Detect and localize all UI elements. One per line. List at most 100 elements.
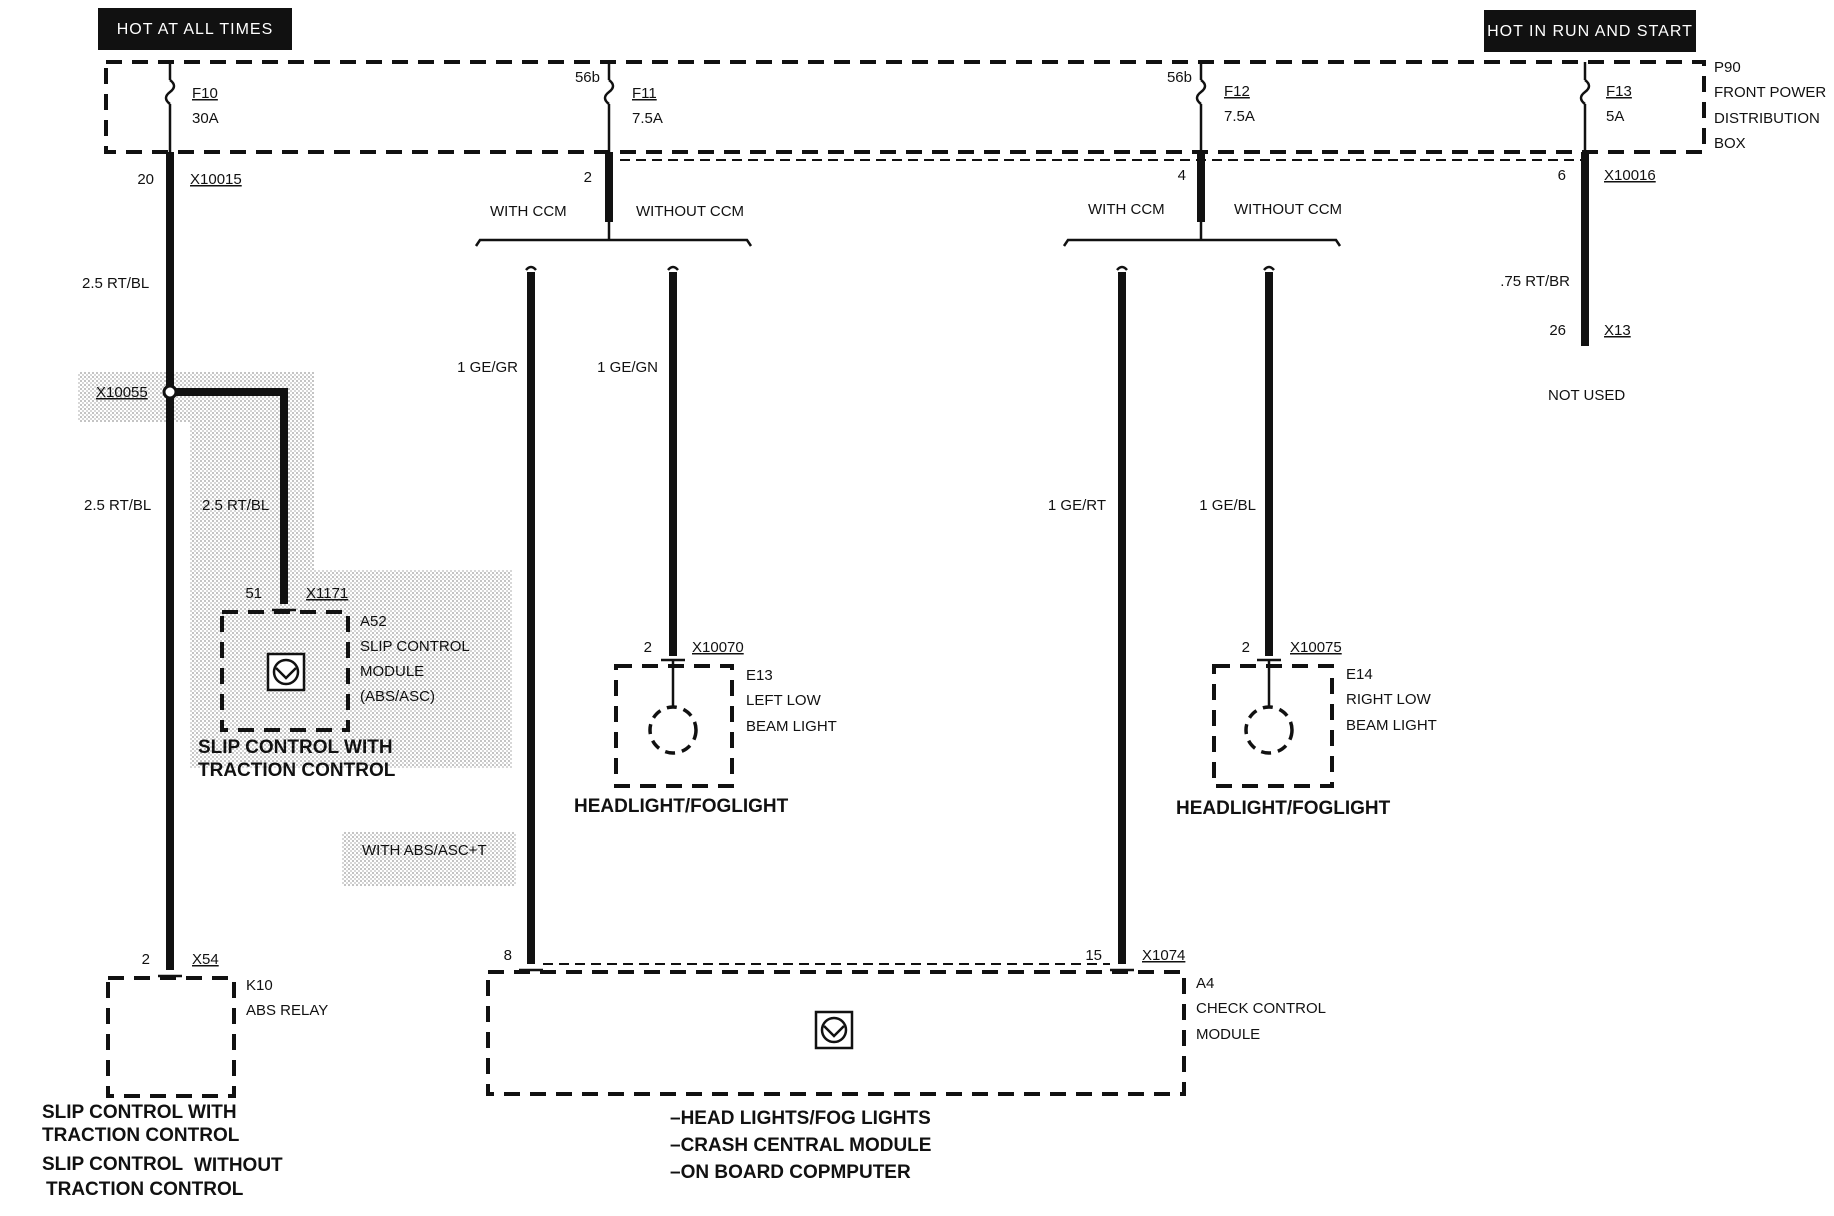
k10-caption1: SLIP CONTROL WITH [42, 1102, 237, 1123]
a52-line3: (ABS/ASC) [360, 688, 435, 705]
f12-branch: 4 WITH CCM WITHOUT CCM 1 GE/RT 1 GE/BL [1048, 152, 1342, 964]
f12-pin: 4 [1178, 167, 1186, 184]
f10-circuit: 20 X10015 2.5 RT/BL X10055 2.5 RT/BL 2.5… [82, 152, 288, 970]
e14-id: E14 [1346, 666, 1373, 683]
fuse-f12-rating: 7.5A [1224, 108, 1255, 125]
a52-caption2: TRACTION CONTROL [198, 760, 396, 781]
a52-line2: MODULE [360, 663, 424, 680]
p90-id: P90 [1714, 59, 1741, 76]
option-shading [78, 372, 516, 886]
a52-pin: 51 [245, 585, 262, 602]
k10-line1: ABS RELAY [246, 1002, 328, 1019]
x13-note: NOT USED [1548, 387, 1625, 404]
wire-gegr: 1 GE/GR [457, 359, 518, 376]
fuse-f11: 56b F11 7.5A [575, 62, 663, 152]
fuse-f11-rating: 7.5A [632, 110, 663, 127]
a52-id: A52 [360, 613, 387, 630]
a52-option: WITH ABS/ASC+T [362, 842, 487, 859]
k10-connector: X54 [192, 951, 219, 968]
a52-caption1: SLIP CONTROL WITH [198, 737, 393, 758]
k10-pin: 2 [142, 951, 150, 968]
a4-line1: CHECK CONTROL [1196, 1000, 1326, 1017]
x13-connector: X13 [1604, 322, 1631, 339]
k10-caption2: TRACTION CONTROL [42, 1125, 240, 1146]
e14-pin: 2 [1242, 639, 1250, 656]
p90-name-1: FRONT POWER [1714, 84, 1826, 101]
f12-without-ccm: WITHOUT CCM [1234, 201, 1342, 218]
f12-with-ccm: WITH CCM [1088, 201, 1165, 218]
e14-bulb-icon [1244, 705, 1294, 755]
header-hot-in-run-and-start: HOT IN RUN AND START [1484, 10, 1696, 52]
a52-module: 51 X1171 A52 SLIP CONTROL MODULE (ABS/AS… [198, 585, 487, 859]
e13-caption: HEADLIGHT/FOGLIGHT [574, 796, 789, 817]
wire-label-1: 2.5 RT/BL [82, 275, 149, 292]
a4-id: A4 [1196, 975, 1214, 992]
fuse-f12: 56b F12 7.5A [1167, 62, 1255, 152]
a4-connector: X1074 [1142, 947, 1185, 964]
k10-relay: 2 X54 K10 ABS RELAY SLIP CONTROL WITH TR… [42, 951, 328, 1200]
k10-caption4: TRACTION CONTROL [46, 1179, 244, 1200]
wire-gebl: 1 GE/BL [1199, 497, 1256, 514]
a4-note-3: –ON BOARD COPMPUTER [670, 1162, 911, 1183]
e13-left-low-beam: 2 X10070 E13 LEFT LOW BEAM LIGHT HEADLIG… [574, 639, 837, 817]
splice-label: X10055 [96, 384, 148, 401]
wire-gegn: 1 GE/GN [597, 359, 658, 376]
e13-connector: X10070 [692, 639, 744, 656]
header-left-text: HOT AT ALL TIMES [117, 21, 274, 38]
a52-connector: X1171 [306, 585, 348, 602]
a4-check-control-module: 8 15 X1074 A4 CHECK CONTROL MODULE –HEAD… [486, 947, 1326, 1183]
e13-id: E13 [746, 667, 773, 684]
f10-pin: 20 [137, 171, 154, 188]
a4-pin-left: 8 [504, 947, 512, 964]
wire-label-3: 2.5 RT/BL [202, 497, 269, 514]
a52-line1: SLIP CONTROL [360, 638, 470, 655]
wire-label-2: 2.5 RT/BL [84, 497, 151, 514]
a4-note-1: –HEAD LIGHTS/FOG LIGHTS [670, 1108, 931, 1129]
k10-caption3b: WITHOUT [194, 1155, 283, 1176]
f13-pin: 6 [1558, 167, 1566, 184]
wire-rtbr: .75 RT/BR [1500, 273, 1570, 290]
f11-pin: 2 [584, 169, 592, 186]
f10-connector: X10015 [190, 171, 242, 188]
fuse-f13-rating: 5A [1606, 108, 1624, 125]
fuse-f10-name: F10 [192, 85, 218, 102]
a4-pin-right: 15 [1085, 947, 1102, 964]
e13-line2: BEAM LIGHT [746, 718, 837, 735]
a4-note-2-text: CRASH CENTRAL MODULE [681, 1135, 932, 1156]
a4-note-3-text: ON BOARD COPMPUTER [681, 1162, 911, 1183]
e13-line1: LEFT LOW [746, 692, 822, 709]
fuse-f10: F10 30A [164, 62, 219, 152]
e14-caption: HEADLIGHT/FOGLIGHT [1176, 798, 1391, 819]
header-hot-at-all-times: HOT AT ALL TIMES [98, 8, 292, 50]
f13-circuit: 6 X10016 .75 RT/BR 26 X13 NOT USED [1500, 152, 1656, 404]
fuse-f10-rating: 30A [192, 110, 219, 127]
fuse-f13-name: F13 [1606, 83, 1632, 100]
e14-line1: RIGHT LOW [1346, 691, 1432, 708]
e13-pin: 2 [644, 639, 652, 656]
fuse-f11-terminal: 56b [575, 69, 600, 86]
f11-without-ccm: WITHOUT CCM [636, 203, 744, 220]
f13-connector: X10016 [1604, 167, 1656, 184]
e14-right-low-beam: 2 X10075 E14 RIGHT LOW BEAM LIGHT HEADLI… [1176, 639, 1437, 819]
f11-with-ccm: WITH CCM [490, 203, 567, 220]
p90-name-3: BOX [1714, 135, 1746, 152]
splice-point [162, 384, 178, 400]
header-right-text: HOT IN RUN AND START [1487, 23, 1693, 40]
a4-line2: MODULE [1196, 1026, 1260, 1043]
f11-branch: 2 WITH CCM WITHOUT CCM 1 GE/GR 1 GE/GN [457, 152, 753, 964]
p90-name-2: DISTRIBUTION [1714, 110, 1820, 127]
e13-bulb-icon [648, 705, 698, 755]
a4-note-2: –CRASH CENTRAL MODULE [670, 1135, 931, 1156]
power-distribution-box: P90 FRONT POWER DISTRIBUTION BOX [104, 59, 1826, 154]
fuse-f12-name: F12 [1224, 83, 1250, 100]
e14-connector: X10075 [1290, 639, 1342, 656]
x13-pin: 26 [1549, 322, 1566, 339]
e14-line2: BEAM LIGHT [1346, 717, 1437, 734]
a4-note-1-text: HEAD LIGHTS/FOG LIGHTS [681, 1108, 931, 1129]
k10-caption3: SLIP CONTROL [42, 1154, 183, 1175]
wire-gert: 1 GE/RT [1048, 497, 1106, 514]
k10-id: K10 [246, 977, 273, 994]
fuse-f12-terminal: 56b [1167, 69, 1192, 86]
fuse-f11-name: F11 [632, 85, 657, 102]
